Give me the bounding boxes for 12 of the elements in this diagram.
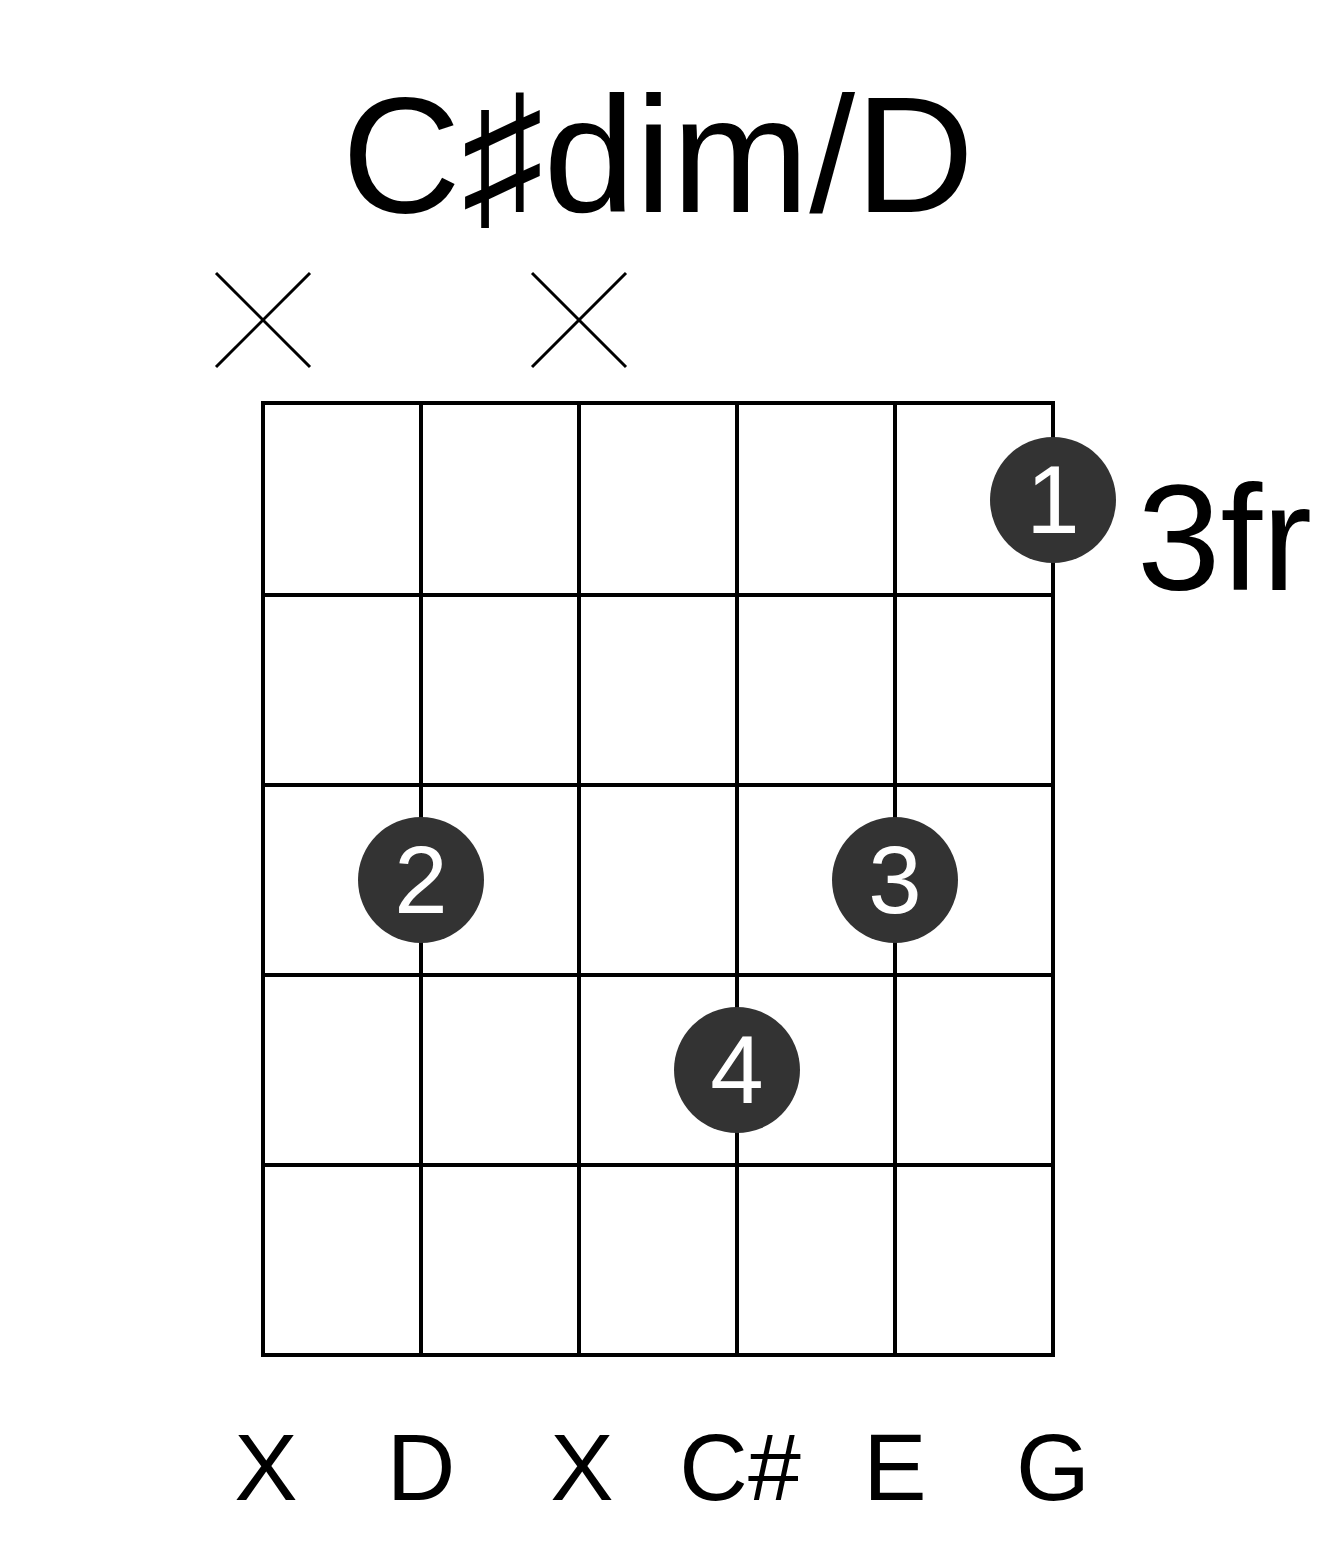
string-note-label: G [1016,1420,1090,1515]
string-note-label: X [234,1420,298,1515]
finger-number: 2 [394,832,448,928]
string-note-label: C# [679,1420,801,1515]
string-note-label: D [386,1420,456,1515]
string-note-label: E [863,1420,927,1515]
fret-number-label: 3fr [1137,463,1313,613]
chord-title: C♯dim/D [341,73,975,238]
finger-number: 1 [1026,452,1080,548]
finger-number: 4 [710,1022,764,1118]
string-note-label: X [550,1420,614,1515]
finger-number: 3 [868,832,922,928]
